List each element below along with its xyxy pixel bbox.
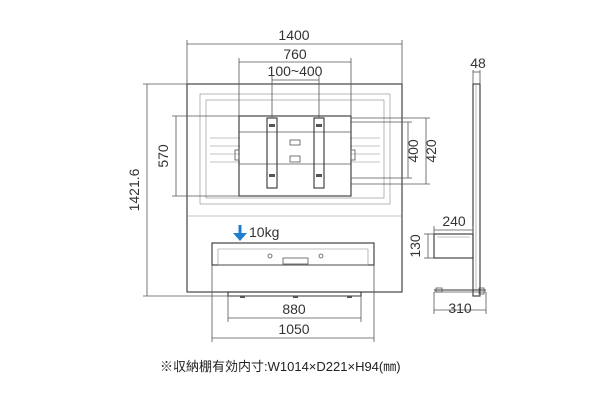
dim-overall-height-label: 1421.6: [126, 168, 142, 211]
dimension-48: 48: [470, 55, 486, 84]
storage-shelf-note: ※収納棚有効内寸:W1014×D221×H94(㎜): [160, 359, 401, 374]
mounting-bracket: [234, 115, 356, 197]
dim-vesa-inner-label: 400: [405, 139, 421, 163]
dimension-880: 880: [227, 296, 362, 322]
dimension-1421-6: 1421.6: [126, 83, 228, 297]
dim-depth-top-label: 48: [470, 55, 486, 71]
dim-base-outer-label: 1050: [278, 321, 309, 337]
adjustment-range-outline: [199, 93, 391, 205]
dim-vesa-outer-label: 420: [423, 139, 439, 163]
dim-base-inner-label: 880: [282, 301, 306, 317]
dimension-1050: 1050: [211, 265, 375, 342]
dimension-310: 310: [433, 292, 487, 316]
dim-width-label: 1400: [278, 27, 309, 43]
dim-mount-outer-label: 760: [283, 46, 307, 62]
dimension-130: 130: [407, 233, 434, 259]
dim-base-depth-label: 310: [448, 300, 472, 316]
storage-shelf: [211, 242, 375, 266]
dim-mount-range-label: 100~400: [268, 63, 323, 79]
dim-height-left-label: 570: [155, 144, 171, 168]
dimension-1400: 1400: [186, 27, 403, 84]
dimension-100-400: 100~400: [268, 63, 323, 118]
shelf-load-label: 10kg: [249, 224, 279, 240]
dimension-240: 240: [433, 213, 474, 234]
dim-shelf-depth-label: 240: [442, 213, 466, 229]
dimension-400-420: 400 420: [351, 117, 439, 185]
down-arrow-icon: [233, 225, 247, 241]
front-panel: [186, 83, 403, 298]
side-view: [433, 83, 486, 297]
dim-shelf-height-label: 130: [407, 234, 423, 258]
shelf-load-indicator: 10kg: [233, 224, 279, 241]
dimension-570: 570: [155, 115, 239, 197]
dimension-760: 760: [238, 46, 352, 116]
